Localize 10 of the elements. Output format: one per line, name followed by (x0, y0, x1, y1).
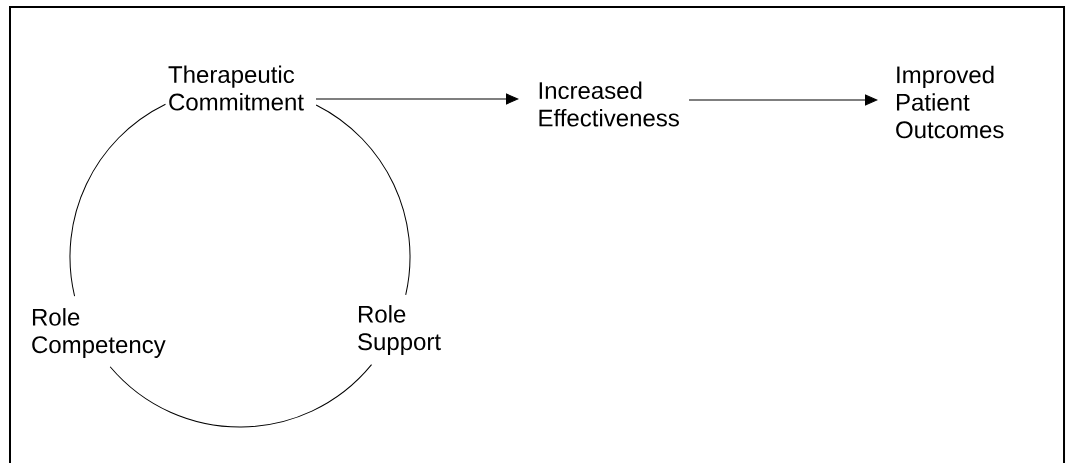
concept-label: Therapeutic Commitment (168, 65, 304, 111)
concept-label: Role Competency (32, 308, 166, 358)
concept-label: Improved Patient Outcomes (896, 65, 1004, 139)
circle-arc (315, 104, 411, 296)
circle-arc (69, 103, 166, 297)
arrow (688, 94, 878, 106)
concept-label: Role Support (358, 305, 441, 355)
circle-arc (109, 364, 373, 428)
arrow (315, 93, 519, 105)
concept-label: Increased Effectiveness (539, 81, 679, 127)
